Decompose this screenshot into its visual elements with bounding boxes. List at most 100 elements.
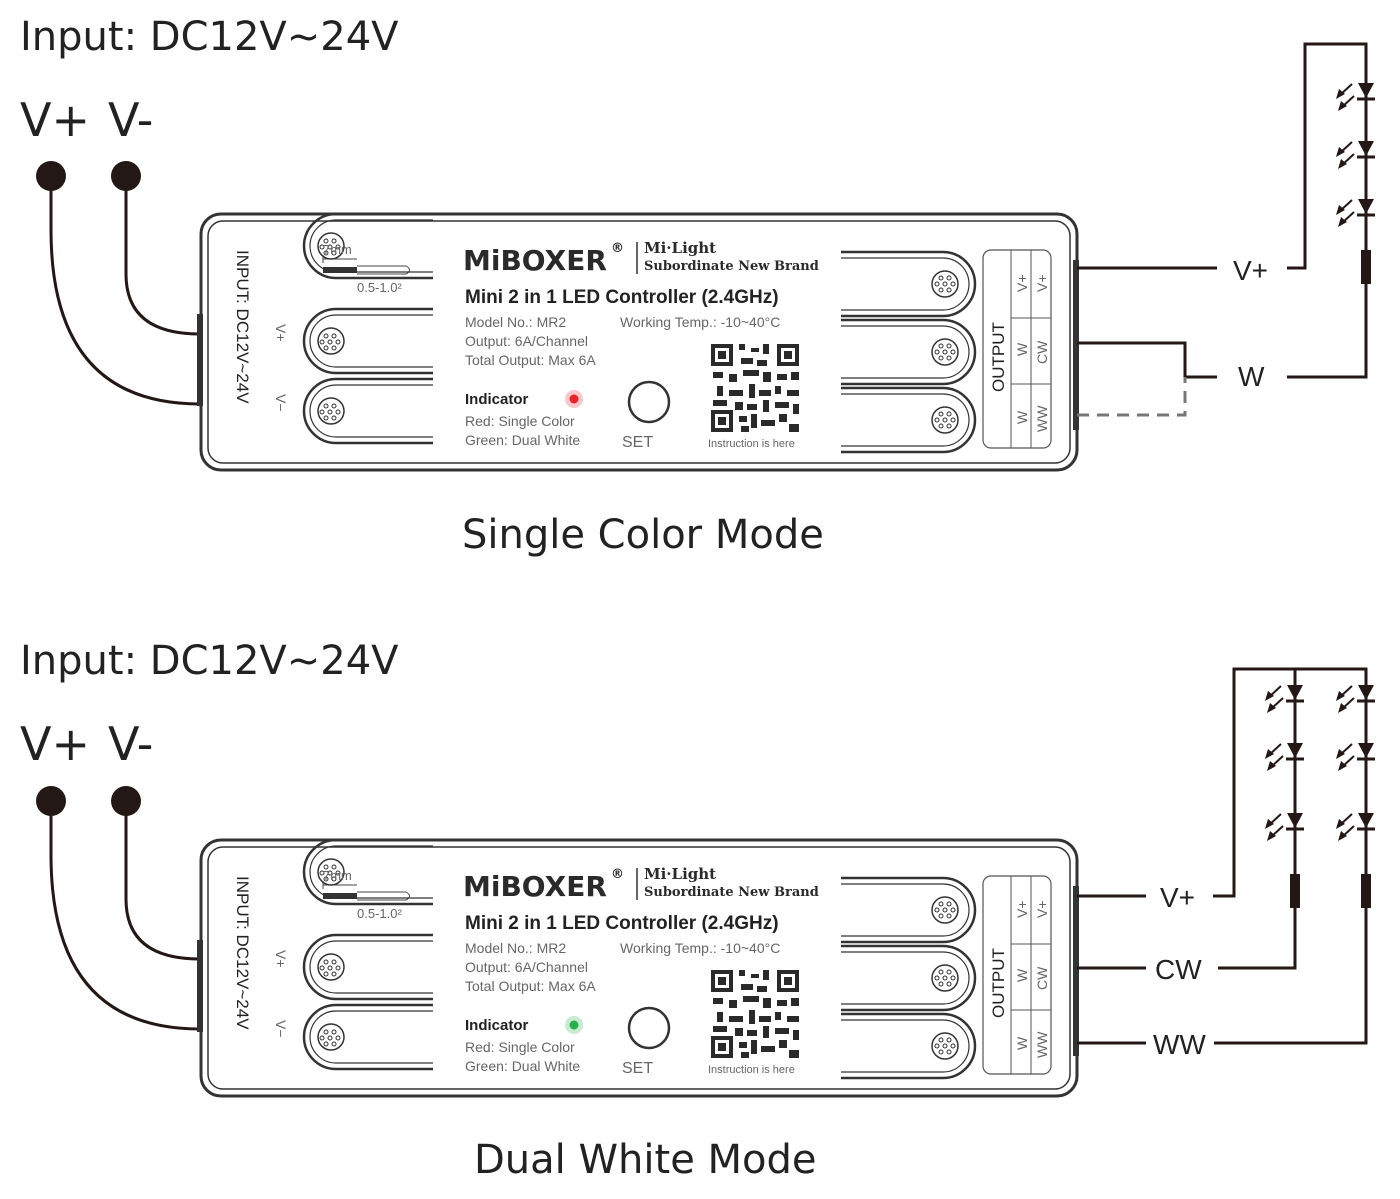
led-chip: [1334, 139, 1377, 171]
input-vplus-label: V+: [20, 717, 90, 771]
input-vminus-label: V-: [108, 93, 153, 147]
output-label-cw: CW: [1155, 954, 1202, 985]
indicator-title: Indicator: [465, 391, 529, 408]
wire-gauge-label: 0.5-1.0²: [357, 280, 402, 295]
wire-gauge-label: 0.5-1.0²: [357, 906, 402, 921]
set-button[interactable]: [629, 382, 669, 422]
output-rating: Output: 6A/Channel: [465, 959, 588, 975]
input-wire-vminus: [124, 190, 201, 336]
indicator-led: [569, 1020, 579, 1030]
indicator-green-label: Green: Dual White: [465, 1058, 580, 1074]
led-chip: [1263, 741, 1306, 773]
output-label-vplus: V+: [1160, 882, 1195, 913]
working-temp: Working Temp.: -10~40°C: [620, 940, 780, 956]
controller-input-label: INPUT: DC12V~24V: [233, 876, 252, 1030]
output-col2-row2: CW: [1034, 966, 1050, 990]
set-button[interactable]: [629, 1008, 669, 1048]
strip-vplus-wire: [1287, 42, 1368, 270]
output-col1-row2: W: [1014, 342, 1030, 356]
total-output: Total Output: Max 6A: [465, 978, 596, 994]
output-rating: Output: 6A/Channel: [465, 333, 588, 349]
qr-caption: Instruction is here: [708, 1064, 795, 1076]
led-chip: [1263, 811, 1306, 843]
registered-mark: ®: [611, 241, 624, 256]
indicator-red-label: Red: Single Color: [465, 413, 575, 429]
controller-input-label: INPUT: DC12V~24V: [233, 250, 252, 404]
sub-brand-line2: Subordinate New Brand: [644, 259, 819, 274]
output-col2-row3: WW: [1034, 405, 1050, 432]
strip-length-label: 7mm: [323, 868, 352, 883]
panel-single-color: Input: DC12V~24V V+ V- INPUT: DC12V~24V …: [20, 14, 1377, 558]
total-output: Total Output: Max 6A: [465, 352, 596, 368]
vplus-terminal-dot: [36, 786, 66, 816]
input-wire-vplus: [49, 815, 201, 1031]
model-number: Model No.: MR2: [465, 940, 566, 956]
product-title: Mini 2 in 1 LED Controller (2.4GHz): [465, 287, 779, 308]
led-strip-ww: [1334, 683, 1377, 908]
strip-cw-wire: [1218, 908, 1297, 970]
controller-body: INPUT: DC12V~24V 7mm 0.5-1.0² V+ V− MiBO…: [197, 840, 1079, 1096]
input-voltage-label: Input: DC12V~24V: [20, 638, 399, 684]
terminal-vminus-label: V−: [273, 1020, 289, 1038]
output-col1-row3: W: [1014, 1036, 1030, 1050]
sub-brand-line1: Mi·Light: [644, 865, 716, 883]
strip-ww-wire: [1214, 908, 1368, 1045]
terminal-vplus-label: V+: [273, 950, 289, 968]
set-button-label: SET: [622, 1060, 653, 1077]
strip-length-label: 7mm: [323, 242, 352, 257]
qr-caption: Instruction is here: [708, 438, 795, 450]
terminal-vplus-label: V+: [273, 324, 289, 342]
output-col1-row1: V+: [1014, 900, 1030, 918]
input-vplus-label: V+: [20, 93, 90, 147]
output-wire-w: [1077, 341, 1217, 379]
led-chip: [1263, 683, 1306, 715]
input-wire-vplus: [49, 190, 201, 406]
vminus-terminal-dot: [111, 161, 141, 191]
mode-title: Dual White Mode: [474, 1137, 817, 1183]
working-temp: Working Temp.: -10~40°C: [620, 314, 780, 330]
strip-vplus-wire: [1213, 667, 1368, 898]
model-number: Model No.: MR2: [465, 314, 566, 330]
led-chip: [1334, 81, 1377, 113]
input-vminus-label: V-: [108, 717, 153, 771]
brand-logo: MiBOXER: [463, 870, 607, 903]
set-button-label: SET: [622, 434, 653, 451]
sub-brand-line2: Subordinate New Brand: [644, 885, 819, 900]
indicator-red-label: Red: Single Color: [465, 1039, 575, 1055]
output-table-title: OUTPUT: [989, 322, 1008, 392]
output-col1-row1: V+: [1014, 274, 1030, 292]
product-title: Mini 2 in 1 LED Controller (2.4GHz): [465, 913, 779, 934]
input-wire-vminus: [124, 815, 201, 961]
output-label-vplus: V+: [1233, 255, 1268, 286]
output-label-w: W: [1238, 361, 1265, 392]
output-col2-row3: WW: [1034, 1031, 1050, 1058]
output-wire-w-bridge: [1077, 377, 1187, 417]
mode-title: Single Color Mode: [462, 512, 824, 558]
output-table-title: OUTPUT: [989, 948, 1008, 1018]
controller-body: INPUT: DC12V~24V 7mm 0.5-1.0² V+ V− MiBO…: [197, 214, 1079, 470]
vplus-terminal-dot: [36, 161, 66, 191]
output-label-ww: WW: [1153, 1029, 1206, 1060]
indicator-led: [569, 394, 579, 404]
led-chip: [1334, 811, 1377, 843]
led-chip: [1334, 683, 1377, 715]
output-col2-row2: CW: [1034, 340, 1050, 364]
registered-mark: ®: [611, 867, 624, 882]
sub-brand-line1: Mi·Light: [644, 239, 716, 257]
indicator-green-label: Green: Dual White: [465, 432, 580, 448]
panel-dual-white: Input: DC12V~24V V+ V- INPUT: DC12V~24V …: [20, 638, 1377, 1183]
output-col2-row1: V+: [1034, 900, 1050, 918]
led-strip-cw: [1263, 683, 1306, 908]
input-voltage-label: Input: DC12V~24V: [20, 14, 399, 60]
led-strip-single: [1334, 78, 1377, 284]
indicator-title: Indicator: [465, 1017, 529, 1034]
terminal-vminus-label: V−: [273, 394, 289, 412]
brand-logo: MiBOXER: [463, 244, 607, 277]
led-chip: [1334, 741, 1377, 773]
vminus-terminal-dot: [111, 786, 141, 816]
output-col1-row3: W: [1014, 410, 1030, 424]
led-chip: [1334, 197, 1377, 229]
strip-w-wire: [1287, 248, 1368, 379]
output-col1-row2: W: [1014, 968, 1030, 982]
